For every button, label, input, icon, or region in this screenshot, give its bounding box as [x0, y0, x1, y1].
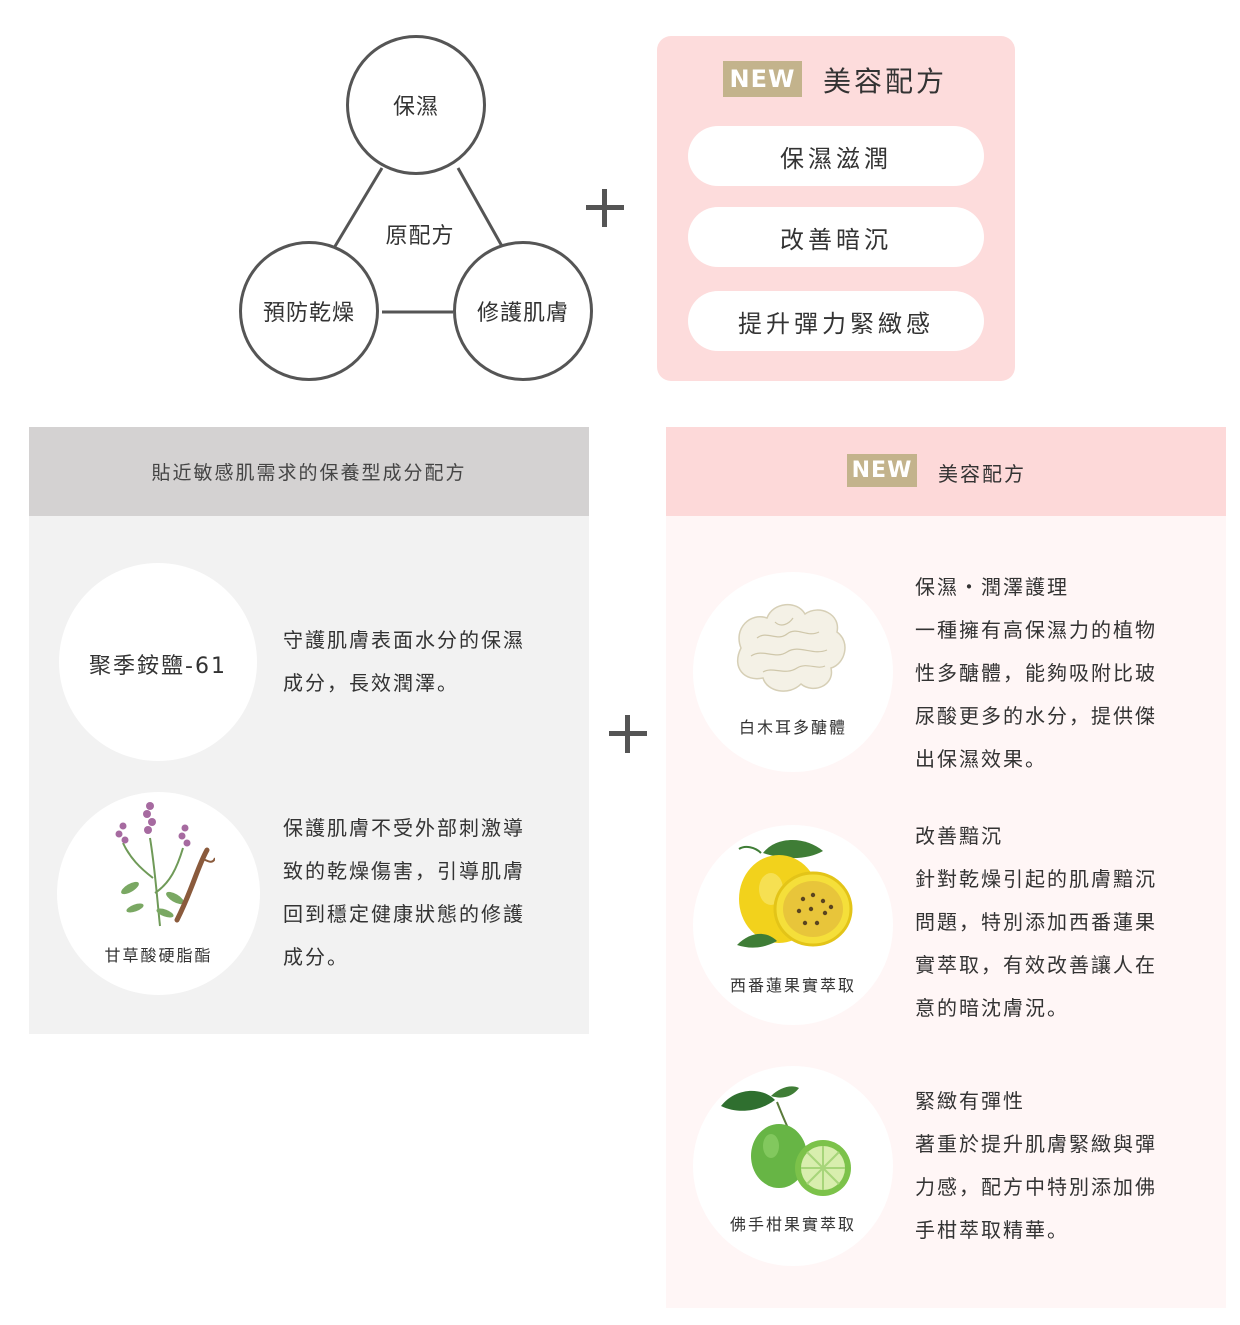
snow-fungus-illustration	[736, 604, 846, 692]
pill-firming: 提升彈力緊緻感	[688, 291, 984, 351]
description-line: 手柑萃取精華。	[915, 1218, 1069, 1242]
ingredient-name: 西番蓮果實萃取	[729, 976, 856, 995]
ingredient-description: 守護肌膚表面水分的保濕 成分，長效潤澤。	[283, 619, 525, 705]
ingredient-name: 白木耳多醣體	[738, 718, 847, 737]
description-line: 著重於提升肌膚緊緻與彈	[915, 1132, 1157, 1156]
new-tag: NEW	[847, 454, 917, 487]
description-heading: 改善黯沉	[915, 824, 1003, 848]
ingredient-description: 保濕・潤澤護理 一種擁有高保濕力的植物 性多醣體，能夠吸附比玻 尿酸更多的水分，…	[915, 566, 1157, 781]
node-prevent-dryness: 預防乾燥	[239, 241, 379, 381]
description-line: 保護肌膚不受外部刺激導	[283, 816, 525, 840]
bergamot-illustration	[721, 1086, 851, 1196]
core-formula-label: 原配方	[385, 224, 455, 249]
node-repair-skin: 修護肌膚	[453, 241, 593, 381]
description-line: 性多醣體，能夠吸附比玻	[915, 661, 1157, 685]
ingredient-name: 聚季銨鹽-61	[89, 654, 227, 679]
ingredient-disc-polyquaternium	[59, 563, 257, 761]
new-tag: NEW	[723, 61, 802, 97]
node-label: 保濕	[392, 95, 439, 120]
ingredient-name: 佛手柑果實萃取	[729, 1215, 856, 1234]
plus-icon	[586, 189, 624, 227]
new-formula-box: NEW 美容配方 保濕滋潤 改善暗沉 提升彈力緊緻感	[657, 36, 1015, 381]
description-line: 力感，配方中特別添加佛	[915, 1175, 1157, 1199]
description-line: 守護肌膚表面水分的保濕	[283, 628, 525, 652]
description-line: 回到穩定健康狀態的修護	[283, 902, 525, 926]
node-label: 修護肌膚	[476, 301, 569, 326]
description-line: 成分，長效潤澤。	[283, 671, 459, 695]
ingredient-disc-licorice	[57, 792, 260, 995]
plus-icon	[609, 715, 647, 753]
ingredient-description: 改善黯沉 針對乾燥引起的肌膚黯沉 問題，特別添加西番蓮果 實萃取，有效改善讓人在…	[915, 815, 1157, 1030]
description-heading: 保濕・潤澤護理	[915, 575, 1069, 599]
right-panel-header: NEW 美容配方	[666, 427, 1226, 516]
description-line: 一種擁有高保濕力的植物	[915, 618, 1157, 642]
pill-brighten: 改善暗沉	[688, 207, 984, 267]
licorice-plant-illustration	[115, 802, 215, 927]
right-panel-title: 美容配方	[938, 462, 1026, 486]
description-line: 意的暗沈膚況。	[915, 996, 1069, 1020]
passion-fruit-illustration	[737, 840, 853, 948]
description-line: 實萃取，有效改善讓人在	[915, 953, 1157, 977]
description-line: 尿酸更多的水分，提供傑	[915, 704, 1157, 728]
left-panel-header: 貼近敏感肌需求的保養型成分配方	[29, 427, 589, 516]
node-label: 預防乾燥	[262, 301, 355, 326]
description-heading: 緊緻有彈性	[915, 1089, 1025, 1113]
description-line: 問題，特別添加西番蓮果	[915, 910, 1157, 934]
description-line: 針對乾燥引起的肌膚黯沉	[915, 867, 1157, 891]
node-moisturize: 保濕	[346, 35, 486, 175]
new-box-title: 美容配方	[823, 65, 948, 98]
ingredient-description: 保護肌膚不受外部刺激導 致的乾燥傷害，引導肌膚 回到穩定健康狀態的修護 成分。	[283, 807, 525, 979]
ingredient-description: 緊緻有彈性 著重於提升肌膚緊緻與彈 力感，配方中特別添加佛 手柑萃取精華。	[915, 1080, 1157, 1252]
description-line: 出保濕效果。	[915, 747, 1047, 771]
description-line: 致的乾燥傷害，引導肌膚	[283, 859, 525, 883]
pill-moisturize: 保濕滋潤	[688, 126, 984, 186]
ingredient-name: 甘草酸硬脂酯	[104, 946, 213, 965]
description-line: 成分。	[283, 945, 349, 969]
